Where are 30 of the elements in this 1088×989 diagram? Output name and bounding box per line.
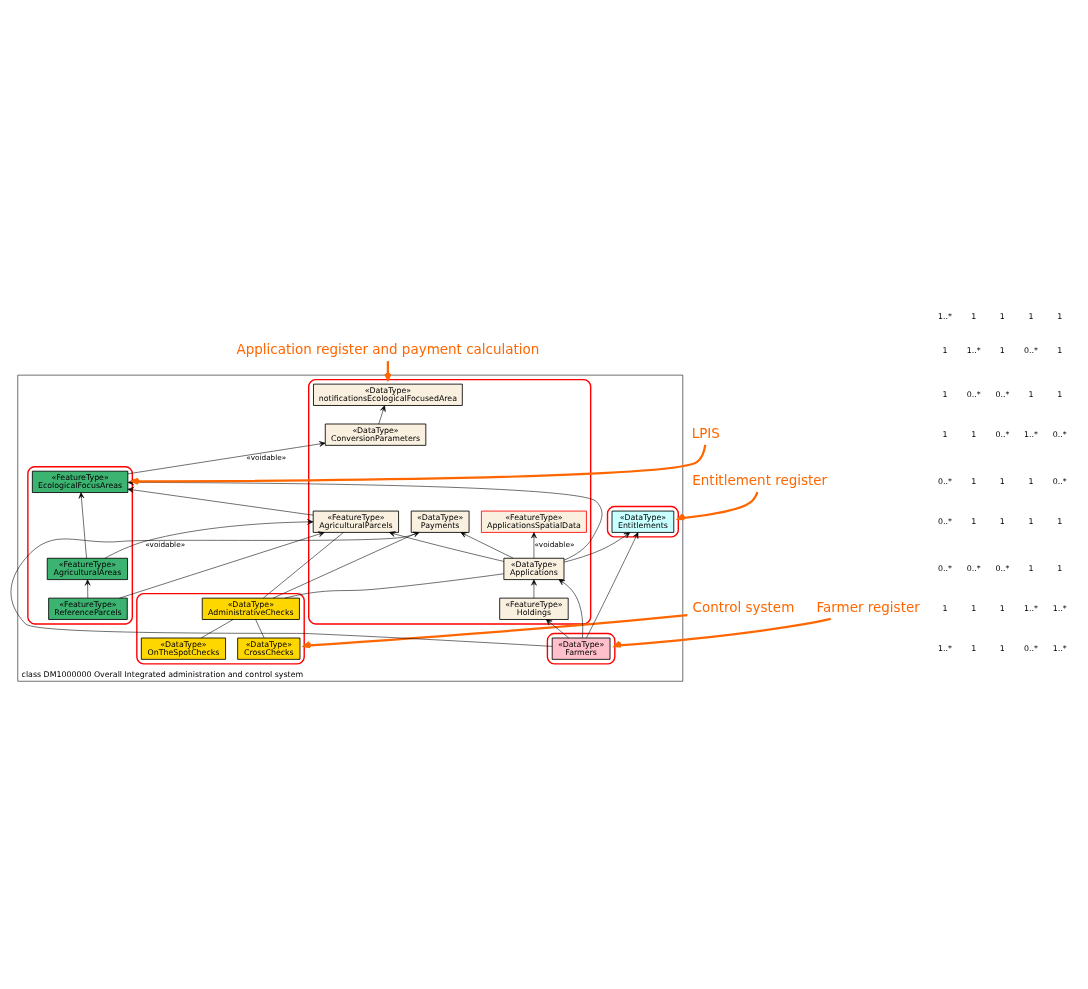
- arrow: [563, 532, 631, 563]
- arrow: [531, 579, 537, 599]
- connector: [272, 532, 419, 599]
- arrow: [545, 619, 569, 639]
- node-text: Farmer register: [816, 599, 920, 616]
- connector: [263, 532, 344, 599]
- node-text: Entitlement register: [692, 472, 828, 489]
- cluster: [136, 592, 305, 665]
- arrow: [131, 444, 707, 485]
- arrow: [460, 532, 514, 559]
- connector: [284, 573, 505, 599]
- arrow: [127, 441, 326, 475]
- arrow: [84, 579, 91, 599]
- connector: [255, 619, 265, 639]
- arrow: [389, 531, 504, 562]
- arrow: [10, 531, 553, 647]
- node-text: LPIS: [691, 425, 720, 442]
- arrow: [78, 492, 87, 559]
- arrow: [127, 479, 603, 561]
- arrow: [378, 405, 386, 425]
- arrow: [677, 491, 759, 521]
- node-text: Control system: [692, 599, 795, 616]
- arrow: [586, 532, 639, 639]
- arrow: [127, 487, 314, 516]
- arrow: [558, 579, 583, 639]
- connector: [200, 619, 234, 639]
- arrow: [104, 519, 314, 559]
- arrow: [119, 531, 325, 599]
- node-text: Application register and payment calculation: [236, 341, 540, 358]
- arrow: [531, 532, 537, 559]
